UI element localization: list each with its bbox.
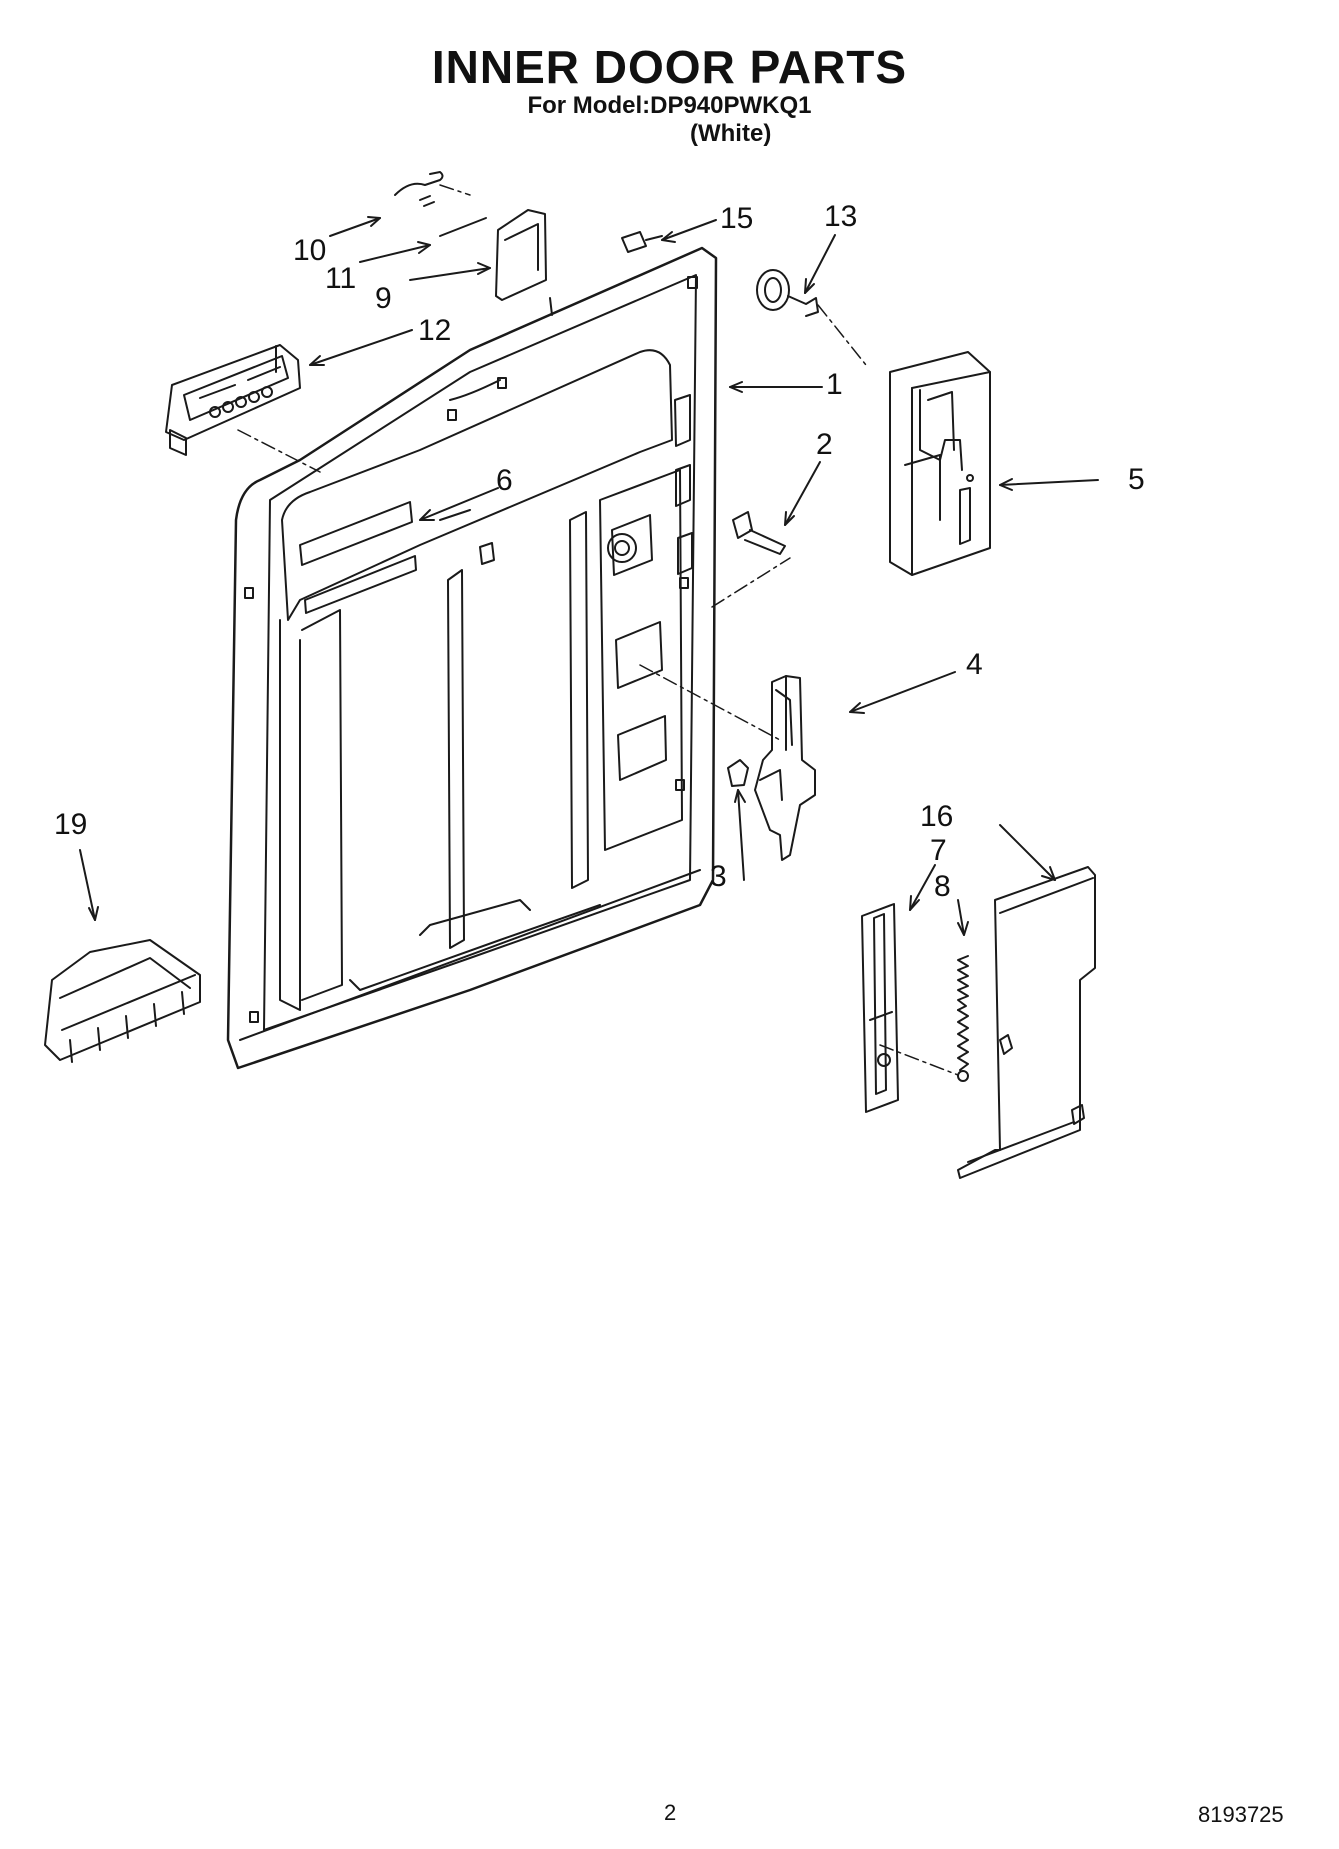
callout-2: 2 [816,428,833,461]
callout-16: 16 [920,800,954,833]
part-12-handle-grille [166,345,300,455]
part-13-knob [757,270,818,316]
document-number: 8193725 [1198,1802,1284,1827]
part-15-screw [622,232,662,252]
part-19-cover [45,940,200,1062]
model-line: For Model:DP940PWKQ1 [527,92,812,119]
part-7-slider [862,904,898,1112]
callout-4: 4 [966,648,983,681]
part-16-cover-plate [958,867,1095,1178]
part-11-pin [440,218,486,236]
page-number: 2 [664,1800,677,1825]
part-5-latch-housing [890,352,990,575]
callout-6: 6 [496,464,513,497]
callout-3: 3 [710,860,727,893]
page-title: INNER DOOR PARTS [431,41,908,93]
part-2-latch-pin [733,512,785,554]
callout-19: 19 [54,808,88,841]
alignment-lines [238,185,958,1075]
part-9-clip [496,210,552,315]
part-8-spring [958,956,968,1081]
leader-arrows [80,217,1098,935]
callout-1: 1 [826,368,843,401]
part-3-bumper [728,760,748,786]
callout-12: 12 [418,314,452,347]
part-4-strike-assembly [755,676,815,860]
callout-9: 9 [375,282,392,315]
part-10-spring [395,172,443,206]
callout-8: 8 [934,870,951,903]
callout-10: 10 [293,234,327,267]
callout-5: 5 [1128,463,1145,496]
part-1-inner-door-panel [228,248,716,1068]
color-line: (White) [690,120,772,147]
callout-11: 11 [325,262,357,295]
callout-15: 15 [720,202,754,235]
callout-7: 7 [930,834,947,867]
callout-13: 13 [824,200,858,233]
